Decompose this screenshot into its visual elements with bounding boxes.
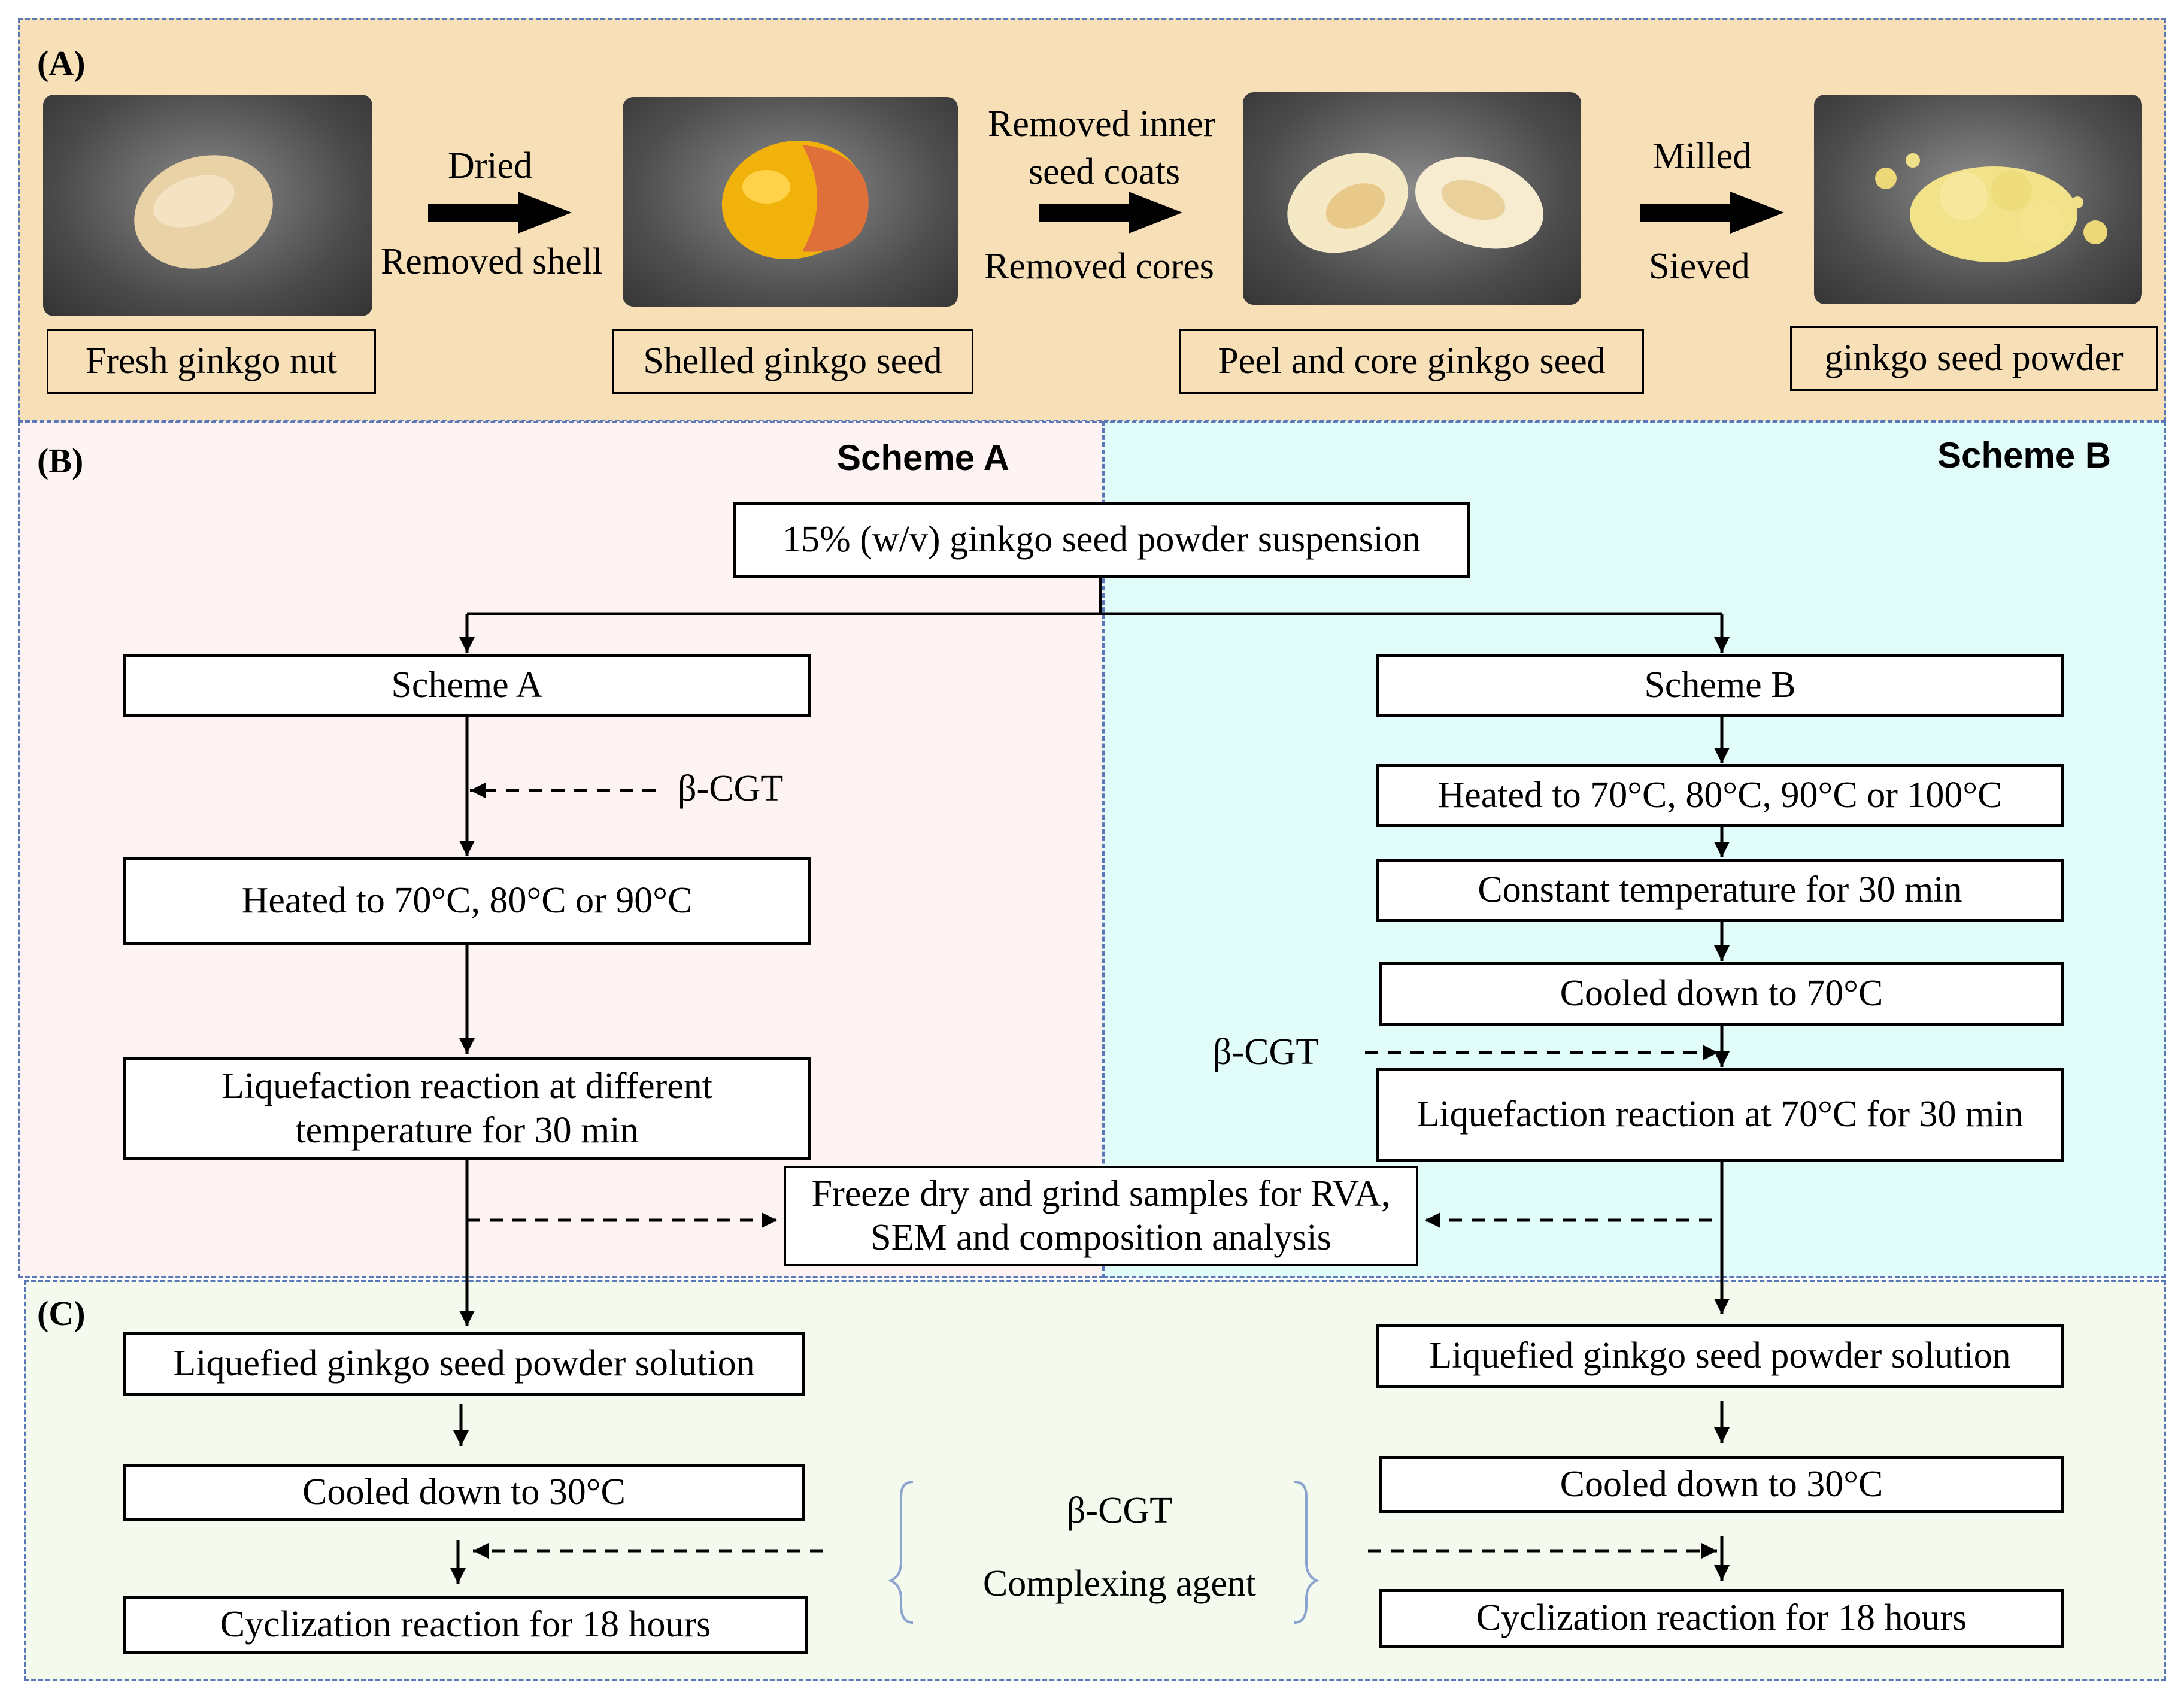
analysis-box: Freeze dry and grind samples for RVA, SE… [784,1166,1418,1266]
scheme-a-liquefaction-box: Liquefaction reaction at different tempe… [123,1057,811,1160]
seed-powder-image [1875,153,2107,262]
peeled-cored-ginkgo-seed-photo [1243,92,1581,305]
dashed-arrows [467,783,1718,1559]
scheme-a-enzyme-label: β-CGT [678,768,784,809]
shelled-seed-image [721,140,869,260]
right-cool-box: Cooled down to 30°C [1379,1456,2064,1513]
scheme-b-liquefaction-box: Liquefaction reaction at 70°C for 30 min [1376,1068,2064,1162]
fresh-ginkgo-nut-photo [43,95,372,316]
step-removed-shell-label: Removed shell [381,241,603,282]
panel-b-label: (B) [37,441,84,480]
left-cyclization-box: Cyclization reaction for 18 hours [123,1596,808,1654]
additive-complexing-agent-label: Complexing agent [982,1563,1257,1604]
caption-shelled-ginkgo-seed: Shelled ginkgo seed [612,329,973,394]
step-sieved-label: Sieved [1649,246,1750,287]
scheme-b-heat-box: Heated to 70°C, 80°C, 90°C or 100°C [1376,764,2064,827]
start-suspension-box: 15% (w/v) ginkgo seed powder suspension [733,502,1470,578]
scheme-b-enzyme-label: β-CGT [1213,1032,1319,1072]
step-removed-cores-label: Removed cores [984,246,1214,287]
split-connector [459,578,1730,653]
step-dried-label: Dried [448,145,533,186]
panel-c-label: (C) [37,1294,86,1333]
right-liquefied-solution-box: Liquefied ginkgo seed powder solution [1376,1324,2064,1388]
step-seed-coats-label: seed coats [1029,151,1181,192]
step-milled-label: Milled [1652,136,1752,177]
additive-enzyme-label: β-CGT [1066,1490,1173,1531]
scheme-a-title-box: Scheme A [123,654,811,717]
step-removed-inner-label: Removed inner [988,104,1216,144]
panel-a-label: (A) [37,44,86,83]
ginkgo-seed-powder-photo [1814,95,2142,304]
scheme-a-heat-box: Heated to 70°C, 80°C or 90°C [123,857,811,945]
left-cool-box: Cooled down to 30°C [123,1464,805,1521]
panel-c-flow [450,1401,1730,1584]
caption-fresh-ginkgo-nut: Fresh ginkgo nut [47,329,376,394]
scheme-b-title-box: Scheme B [1376,654,2064,717]
panel-a-thick-arrows [428,192,1784,234]
ginkgo-nut-image [134,155,273,269]
scheme-b-heading: Scheme B [1937,435,2112,475]
left-liquefied-solution-box: Liquefied ginkgo seed powder solution [123,1332,805,1396]
caption-ginkgo-seed-powder: ginkgo seed powder [1790,326,2158,391]
peeled-seed-halves-image [1287,153,1543,253]
shelled-ginkgo-seed-photo [623,97,958,307]
scheme-b-hold-box: Constant temperature for 30 min [1376,859,2064,922]
right-cyclization-box: Cyclization reaction for 18 hours [1379,1589,2064,1648]
additive-braces [888,1481,1320,1624]
scheme-a-heading: Scheme A [837,438,1009,478]
scheme-b-cool-box: Cooled down to 70°C [1379,962,2064,1026]
caption-peel-core-ginkgo-seed: Peel and core ginkgo seed [1179,329,1644,394]
